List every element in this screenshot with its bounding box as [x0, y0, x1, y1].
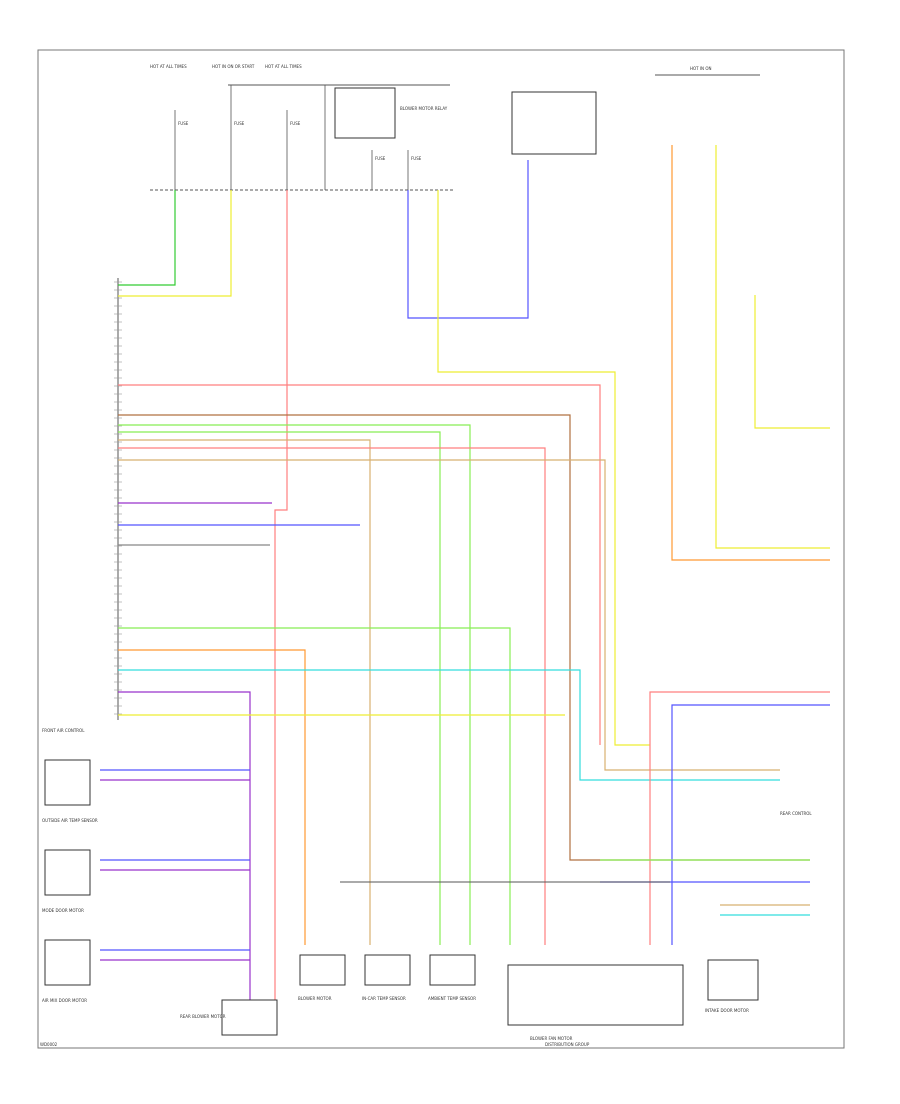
wire-cyan-1: [118, 669, 780, 781]
svg-text:FUSE: FUSE: [411, 156, 422, 161]
svg-text:FUSE: FUSE: [234, 121, 245, 126]
label-outside-air-temp: OUTSIDE AIR TEMP SENSOR: [42, 818, 98, 823]
label-blower-motor: BLOWER MOTOR: [298, 996, 332, 1001]
left-sensor-1: [44, 759, 91, 806]
left-sensor-2: [44, 849, 91, 896]
label-blower-fan-motor: BLOWER FAN MOTOR: [530, 1036, 573, 1041]
wire-pink-1: [274, 190, 288, 1010]
svg-text:FUSE: FUSE: [375, 156, 386, 161]
fuse-group: FUSE FUSE FUSE FUSE FUSE: [174, 85, 422, 190]
svg-text:FUSE: FUSE: [290, 121, 301, 126]
wire-pink-2: [118, 384, 601, 745]
wire-tan-1: [118, 439, 371, 945]
label-front-air-control: FRONT AIR CONTROL: [42, 728, 85, 733]
bottom-component-5: [221, 999, 278, 1036]
wire-orange-1: [118, 649, 306, 945]
wire-lightgreen-1: [118, 424, 471, 945]
wire-blue-1: [407, 160, 529, 319]
wire-green-1: [118, 190, 176, 286]
wire-yellow-1: [118, 190, 232, 297]
relay-label: BLOWER MOTOR RELAY: [400, 106, 448, 111]
wire-pink-3: [118, 447, 546, 945]
footer-left: WD0002: [40, 1042, 58, 1047]
svg-text:FUSE: FUSE: [178, 121, 189, 126]
wire-yellow-2: [437, 190, 650, 746]
bottom-component-2: [364, 954, 411, 986]
wire-yellow-4: [715, 145, 830, 549]
label-hot-in-on-or-start: HOT IN ON OR START: [212, 64, 255, 69]
bottom-module: [507, 964, 684, 1026]
bottom-component-4: [707, 959, 759, 1001]
label-rear-blower: REAR BLOWER MOTOR: [180, 1014, 226, 1019]
diagram-frame: [37, 49, 845, 1049]
wire-pink-4: [649, 691, 830, 945]
wire-lightgreen-3: [118, 627, 511, 945]
wire-group: [100, 145, 830, 1010]
label-in-car-temp: IN-CAR TEMP SENSOR: [362, 996, 406, 1001]
bottom-component-1: [299, 954, 346, 986]
left-sensor-3: [44, 939, 91, 986]
footer-center: DISTRIBUTION GROUP: [545, 1042, 590, 1047]
label-mode-door-motor: MODE DOOR MOTOR: [42, 908, 84, 913]
label-rear-control: REAR CONTROL: [780, 811, 812, 816]
label-hot-at-all-times-2: HOT AT ALL TIMES: [265, 64, 302, 69]
bottom-component-3: [429, 954, 476, 986]
wire-lightgreen-2: [118, 431, 441, 945]
relay-box: [334, 87, 396, 139]
wire-brown-1: [118, 414, 810, 861]
label-hot-in-on: HOT IN ON: [690, 66, 711, 71]
label-hot-at-all-times-1: HOT AT ALL TIMES: [150, 64, 187, 69]
connector-pins: [114, 281, 122, 715]
label-ambient-temp: AMBIENT TEMP SENSOR: [428, 996, 476, 1001]
label-intake-door-motor: INTAKE DOOR MOTOR: [705, 1008, 749, 1013]
label-air-mix-door-motor: AIR MIX DOOR MOTOR: [42, 998, 87, 1003]
wire-orange-2: [671, 145, 830, 561]
wire-violet-2: [118, 691, 251, 1010]
blower-relay-box: [511, 91, 597, 155]
wire-blue-3: [671, 704, 830, 945]
wire-tan-2: [118, 459, 780, 771]
wire-yellow-5: [754, 295, 830, 429]
